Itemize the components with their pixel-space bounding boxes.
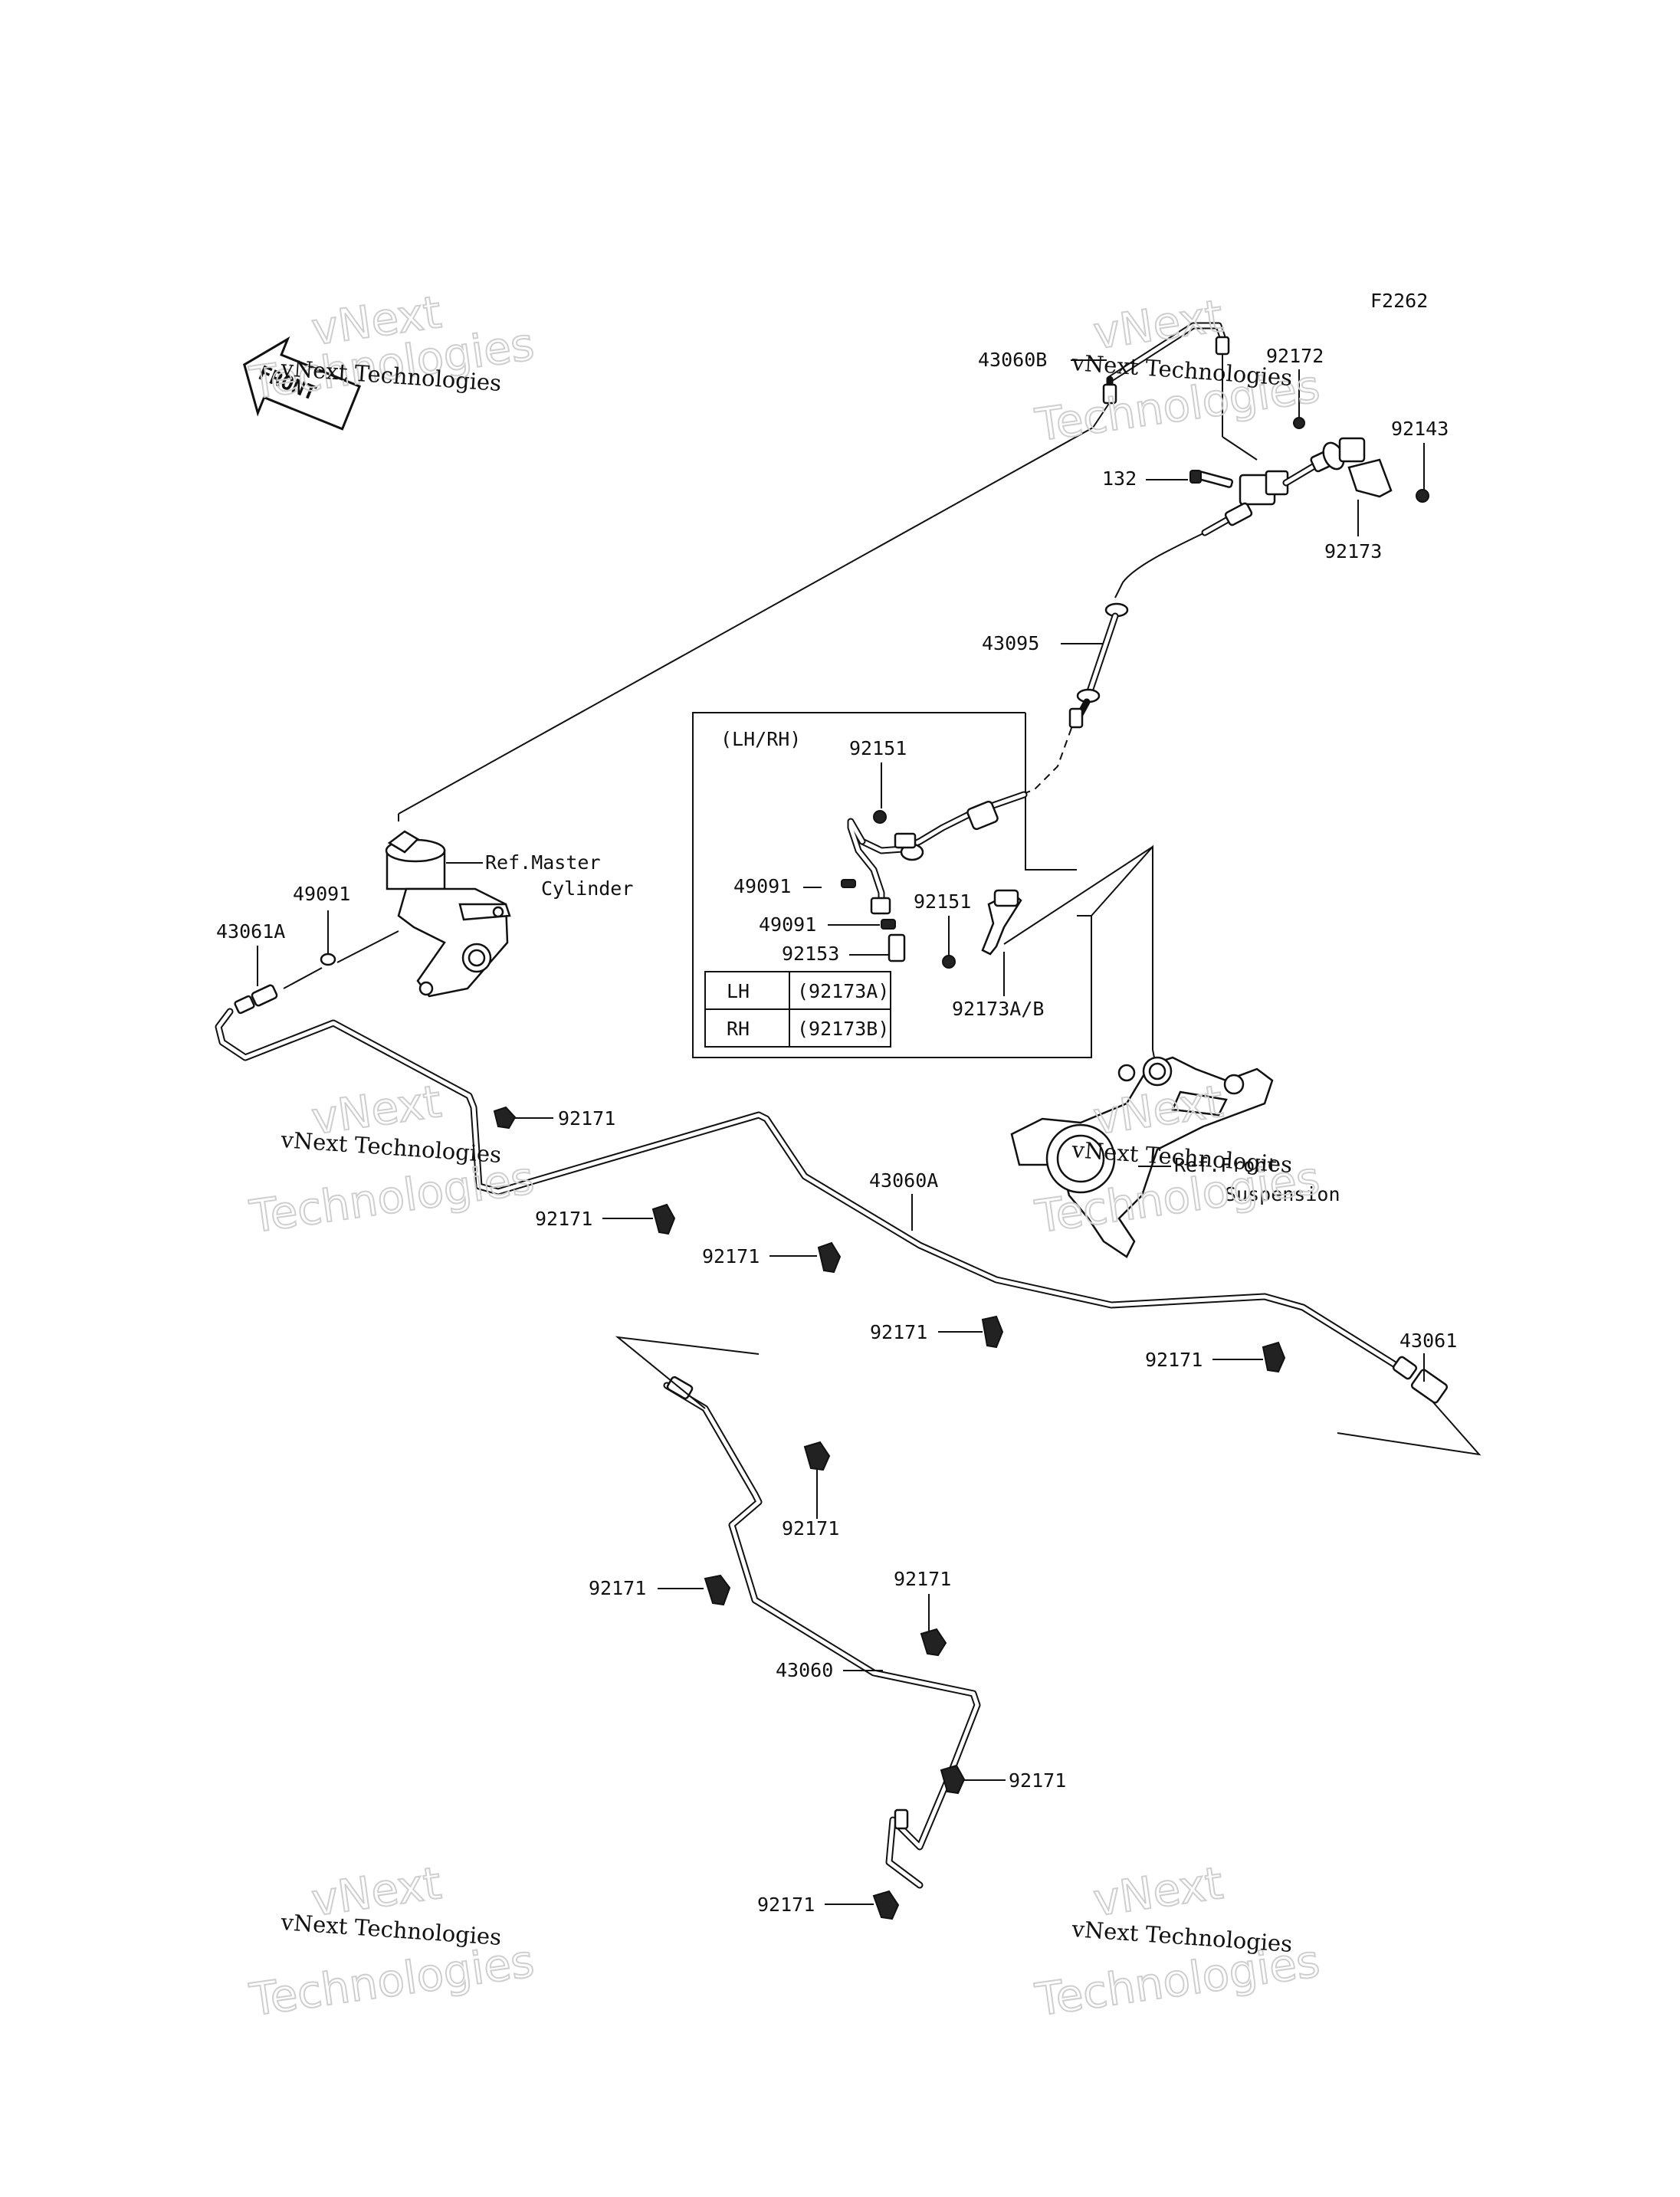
label-92171-2: 92171 [535,1208,592,1230]
svg-text:vNext: vNext [1090,1075,1226,1145]
label-49091-master: 49091 [293,883,350,905]
label-132: 132 [1102,467,1137,490]
label-92171-4: 92171 [870,1321,927,1343]
diagram-id: F2262 [1370,290,1428,312]
bolt-132 [1189,470,1234,488]
clamp-92171-4 [981,1315,1004,1349]
label-92171-10: 92171 [757,1894,815,1916]
label-92143: 92143 [1391,418,1449,440]
brake-joint-block [1222,354,1393,506]
label-92171-8: 92171 [894,1568,951,1590]
label-92171-5: 92171 [1145,1349,1203,1371]
clamp-92171-3 [817,1241,842,1274]
inset-detail-box [692,712,1092,1058]
clamp-92171-10 [872,1890,900,1920]
washer-49091-master [320,953,336,966]
table-rh-part: (92173B) [797,1018,889,1040]
label-92173: 92173 [1324,540,1382,562]
label-43061a: 43061A [216,920,285,943]
label-49091-inset-a: 49091 [733,875,791,897]
label-92171-9: 92171 [1009,1769,1066,1792]
leader-inset-diag [1003,846,1153,945]
master-cylinder [385,830,511,998]
clamp-92171-7 [704,1574,731,1606]
front-knuckle [1010,1056,1274,1258]
label-43061: 43061 [1399,1330,1457,1352]
watermark-4-top: vNext [1089,1074,1226,1146]
label-ref-master-2: Cylinder [541,877,633,900]
bolt-92153 [888,933,906,962]
clamp-92171-8 [920,1628,947,1657]
inset-brake-line [847,791,1028,915]
clamp-92171-5 [1262,1341,1286,1373]
label-ref-susp-2: Suspension [1225,1183,1340,1205]
washer-49091-a [841,879,856,888]
leader-49091-to-cyl [336,930,399,963]
table-lh-side: LH [727,980,750,1002]
brake-line-43060 [663,1376,981,1889]
inset-side-table [704,971,891,1048]
label-92173ab: 92173A/B [952,998,1044,1020]
table-lh-part: (92173A) [797,980,889,1002]
label-43060b: 43060B [978,349,1047,371]
leader-43061a-cyl [283,967,323,989]
label-92153: 92153 [782,943,839,965]
label-92151-inset-b: 92151 [914,890,971,913]
inset-title: (LH/RH) [720,728,801,750]
label-92171-1: 92171 [558,1107,615,1130]
clamp-92171-9 [940,1764,966,1795]
brake-hose-43095 [1019,502,1253,796]
washer-49091-b [881,919,896,930]
leader-long-2 [1092,402,1111,428]
bolt-92151-b [942,955,956,969]
clamp-92171-2 [651,1203,676,1235]
brake-line-43060a [215,1008,1449,1404]
label-49091-inset-b: 49091 [759,913,816,936]
label-92171-6: 92171 [782,1517,839,1540]
label-43095: 43095 [982,632,1039,654]
front-arrow-badge: FRONT [243,336,362,431]
clamp-92171-6 [803,1441,831,1471]
watermark-6-top: vNext [1089,1856,1226,1927]
label-92172: 92172 [1266,345,1324,367]
clamp-92171-1 [493,1106,517,1130]
table-rh-side: RH [727,1018,750,1040]
leader-43061-wedge [1337,1402,1481,1456]
label-43060: 43060 [776,1659,833,1681]
fitting-43061a [234,984,278,1015]
nut-92143 [1416,489,1429,503]
bracket-92173ab [981,889,1022,956]
bolt-92172 [1293,417,1305,429]
svg-text:vNext: vNext [1090,1857,1226,1926]
watermark-6-text: vNext Technologies [1071,1916,1294,1957]
label-43060a: 43060A [869,1169,938,1192]
label-92171-7: 92171 [589,1577,646,1599]
watermark-2-top: vNext [1089,289,1226,360]
svg-text:vNext: vNext [1090,290,1226,359]
label-ref-master-1: Ref.Master [485,851,601,874]
leader-long-1 [398,427,1094,815]
leader-43060-wedge [615,1336,760,1409]
label-92151-inset-a: 92151 [849,737,907,759]
label-ref-susp-1: Ref.Front [1174,1154,1278,1176]
label-92171-3: 92171 [702,1245,760,1267]
